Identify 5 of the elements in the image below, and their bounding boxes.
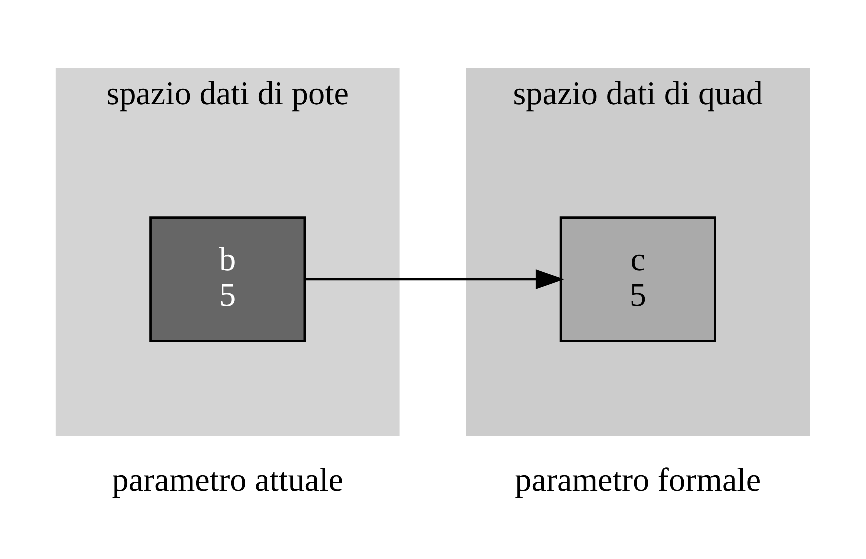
node-box: c 5 [560,216,716,342]
node-label: parametro formale [515,462,762,500]
arrow [306,270,564,290]
node-box: b 5 [150,216,306,342]
node-label: parametro attuale [112,462,344,500]
